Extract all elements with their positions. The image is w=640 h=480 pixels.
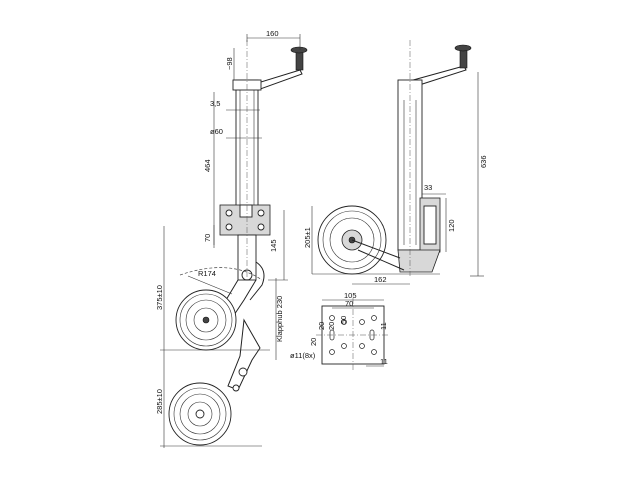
plate-dimensions: 105 70 20 50 20 20 ø11(8x) 11 11 [290,291,388,367]
dim-top-offset: ~98 [225,57,234,70]
dim-plate-bolt: 70 [345,299,353,308]
dim-bracket-ground: 145 [269,239,278,252]
dim-plate-width: 105 [344,291,357,300]
dim-wall: 3,5 [210,99,220,108]
dim-bracket-height: 70 [203,234,212,242]
dim-plate-v3: 20 [327,322,336,330]
dim-plate-h1: 20 [309,338,318,346]
dim-clamp-height: 120 [447,219,456,232]
dim-swing: Klapphub 230 [275,296,284,342]
bolt-plate [316,298,390,370]
dim-plate-hole: ø11(8x) [290,351,316,360]
crank-knob-top [290,46,308,54]
dim-plate-v1: 20 [317,322,326,330]
dim-height-folded: 285±10 [155,389,164,414]
dim-height-down: 375±10 [155,285,164,310]
side-view [312,40,472,276]
dim-clamp-offset: 33 [424,183,432,192]
dim-tube-dia: ø60 [210,127,223,136]
dim-top-width: 160 [266,29,279,38]
dim-radius: R174 [198,269,216,278]
dim-total-height: 636 [479,155,488,168]
dim-wheel-offset: 162 [374,275,387,284]
side-dimensions: 636 33 120 205±1 162 [303,72,488,285]
dim-plate-v2: 50 [339,316,348,324]
dim-wheel-dia: 205±1 [303,227,312,248]
front-dimensions: 160 ~98 3,5 ø60 464 70 145 R174 Klapphub… [155,29,301,448]
dim-stroke: 464 [203,159,212,172]
front-view [160,40,308,447]
dim-plate-slot: 11 [379,322,388,330]
dim-plate-side: 11 [380,357,388,366]
